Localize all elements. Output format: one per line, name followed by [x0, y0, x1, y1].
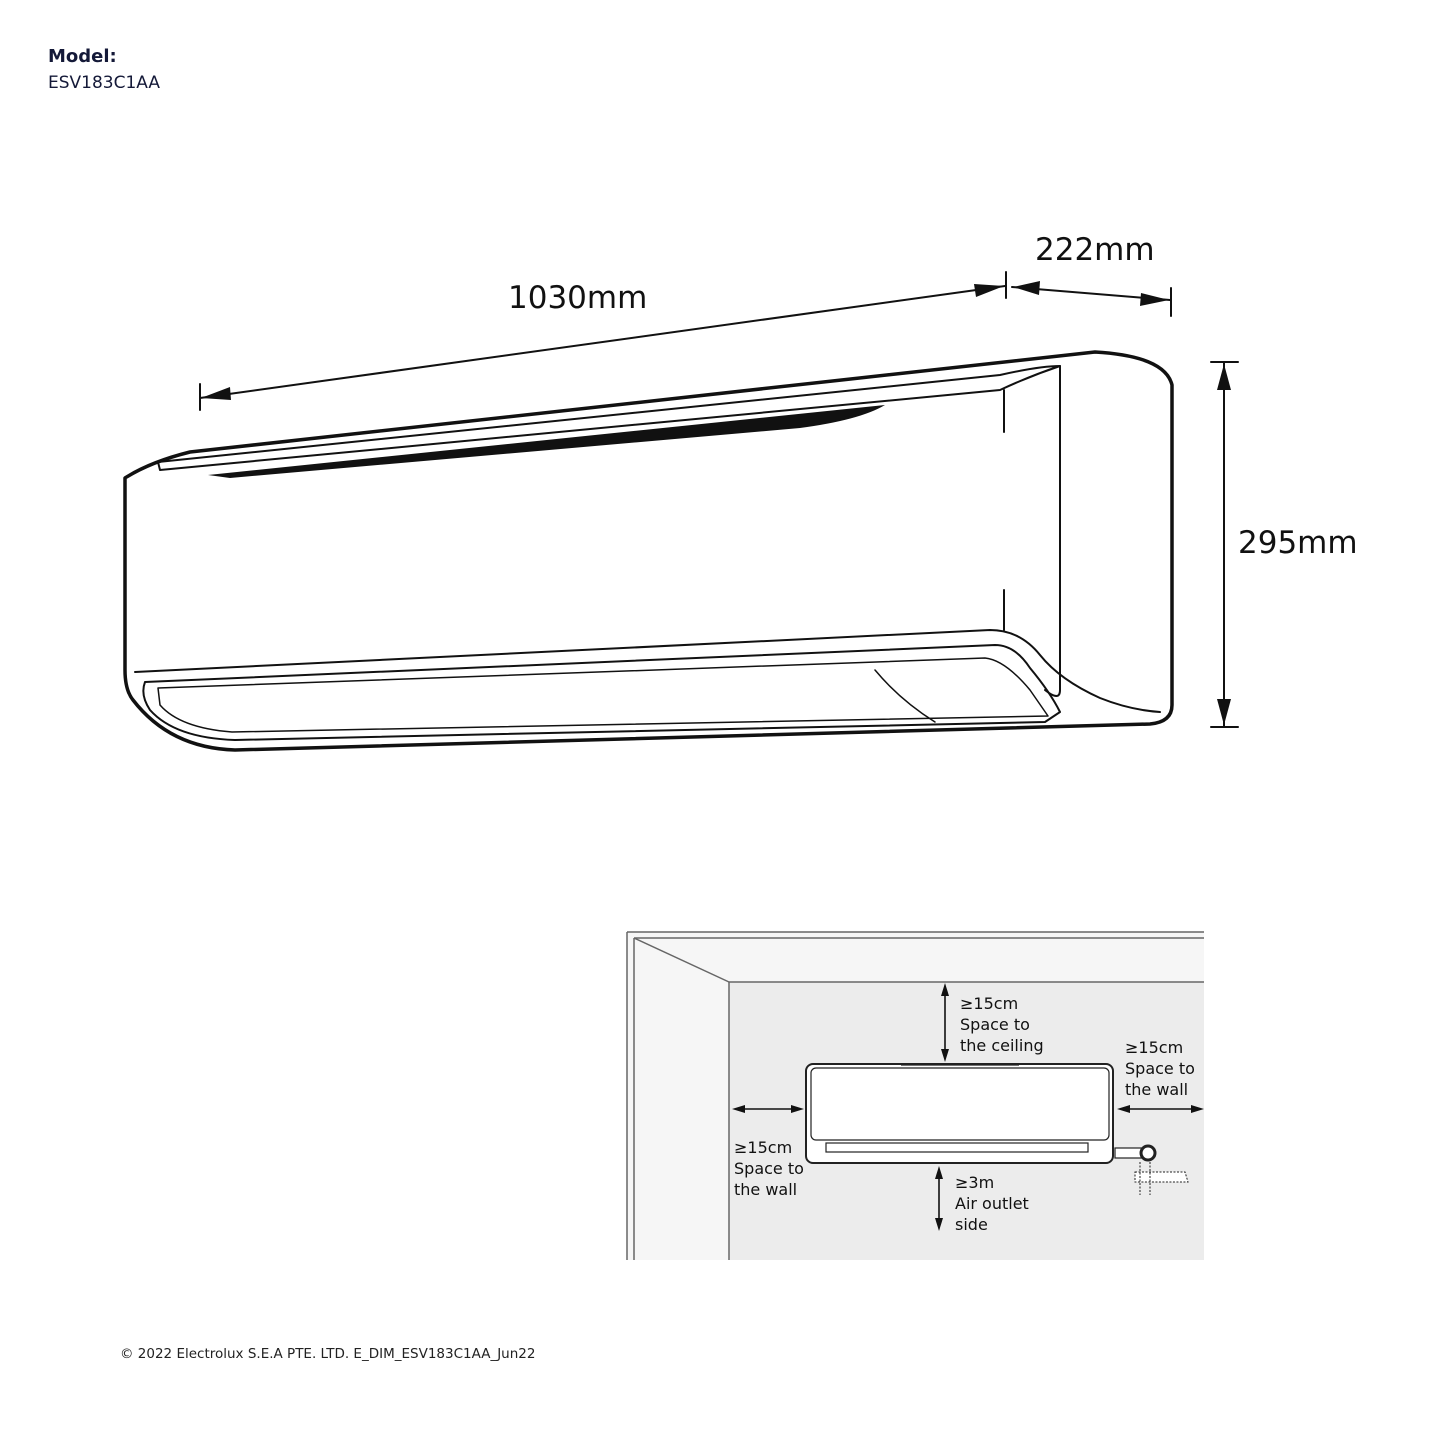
- clearance-diagram: [626, 931, 1204, 1260]
- ceiling-clearance-note: ≥15cm Space to the ceiling: [960, 993, 1044, 1056]
- left-wall-clearance-note: ≥15cm Space to the wall: [734, 1137, 804, 1200]
- ceiling-clearance-line1: Space to: [960, 1015, 1030, 1034]
- right-wall-clearance-note: ≥15cm Space to the wall: [1125, 1037, 1195, 1100]
- left-wall-clearance-line1: Space to: [734, 1159, 804, 1178]
- right-wall-clearance-line2: the wall: [1125, 1080, 1189, 1099]
- depth-dimension-label: 222mm: [1035, 232, 1155, 268]
- outlet-clearance-note: ≥3m Air outlet side: [955, 1172, 1029, 1235]
- copyright-footer: © 2022 Electrolux S.E.A PTE. LTD. E_DIM_…: [120, 1346, 536, 1362]
- right-wall-clearance-value: ≥15cm: [1125, 1038, 1184, 1057]
- model-number: ESV183C1AA: [48, 73, 161, 93]
- outlet-clearance-line1: Air outlet: [955, 1194, 1029, 1213]
- ceiling-clearance-line2: the ceiling: [960, 1036, 1044, 1055]
- outlet-clearance-value: ≥3m: [955, 1173, 995, 1192]
- unit-outline: [123, 350, 1174, 752]
- left-wall-clearance-line2: the wall: [734, 1180, 798, 1199]
- ceiling-clearance-value: ≥15cm: [960, 994, 1019, 1013]
- model-label: Model:: [48, 46, 117, 67]
- width-dimension-label: 1030mm: [508, 280, 648, 316]
- right-wall-clearance-line1: Space to: [1125, 1059, 1195, 1078]
- left-wall-clearance-value: ≥15cm: [734, 1138, 793, 1157]
- outlet-clearance-line2: side: [955, 1215, 988, 1234]
- height-dimension-label: 295mm: [1238, 525, 1358, 561]
